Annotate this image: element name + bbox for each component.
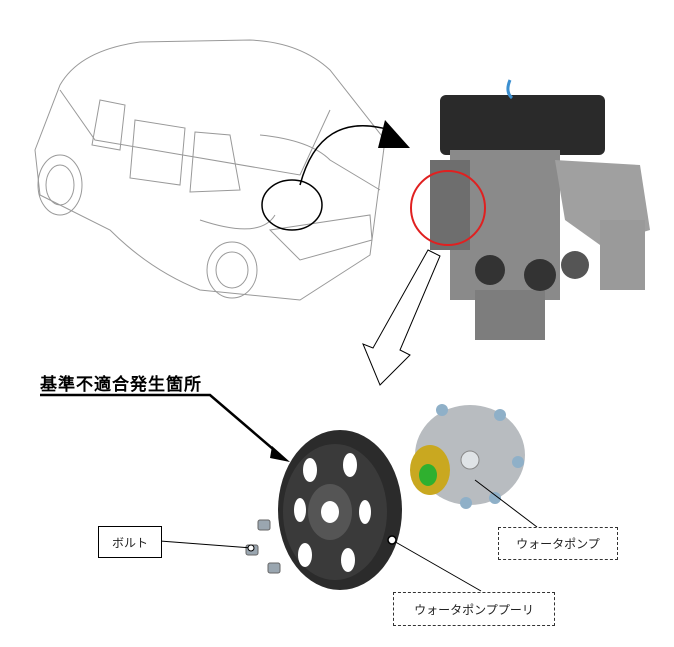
car-illustration xyxy=(34,39,386,301)
engine-image xyxy=(430,79,650,340)
title-callout-arrowhead xyxy=(270,446,290,462)
pulley-callout-dot xyxy=(387,535,397,545)
water-pump-label: ウォータポンプ xyxy=(498,527,618,560)
bolt-callout-dot xyxy=(247,544,255,552)
title-callout-line xyxy=(40,393,281,456)
hood-highlight-ellipse xyxy=(261,179,323,231)
curved-arrow xyxy=(299,125,391,186)
curved-arrow-head xyxy=(378,120,410,148)
nonconformity-location-title: 基準不適合発生箇所 xyxy=(40,375,202,395)
bolts-image xyxy=(245,519,281,574)
highlight-circle xyxy=(410,170,486,246)
water-pump-pulley-label: ウォータポンププーリ xyxy=(393,592,555,626)
bolt-label: ボルト xyxy=(98,526,162,558)
water-pump-pulley-image xyxy=(278,430,402,590)
water-pump-image xyxy=(410,404,525,509)
leader-lines xyxy=(159,479,538,592)
hollow-arrow xyxy=(362,249,441,386)
